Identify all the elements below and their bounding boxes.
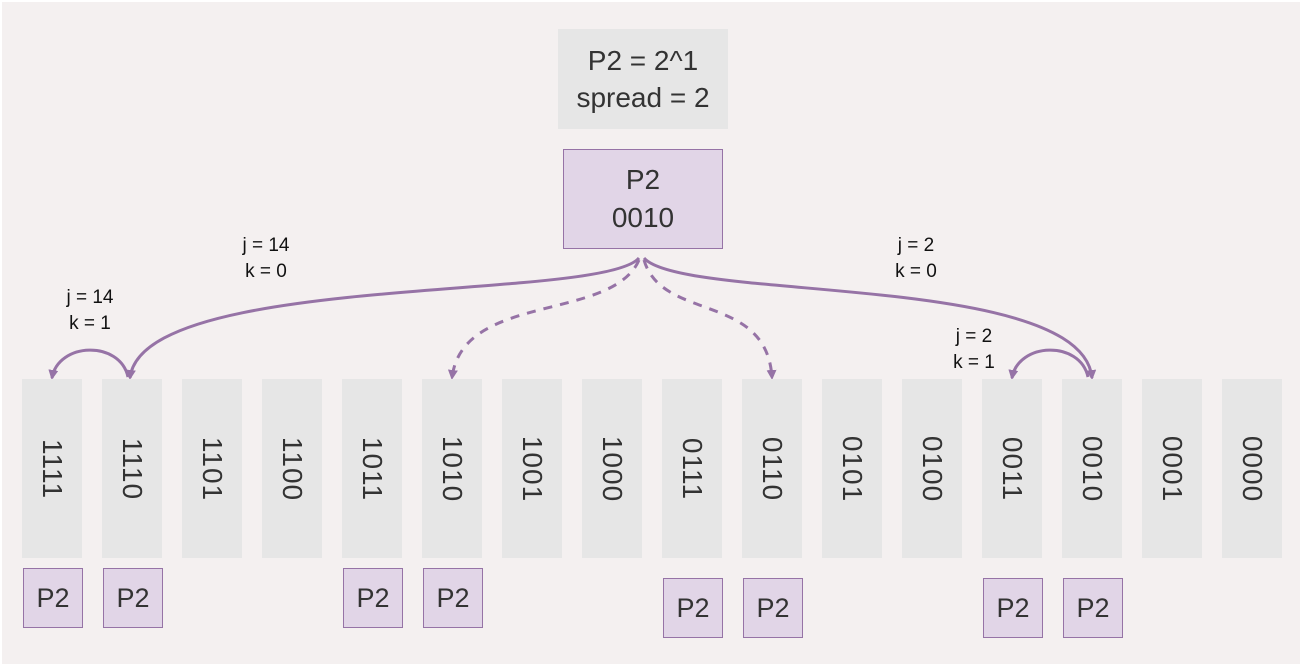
- p2-node-1110[interactable]: P2: [103, 568, 163, 628]
- slot-0011: 0011: [982, 379, 1042, 558]
- edge-label-j: j = 2: [955, 326, 993, 347]
- edge-root-to-0010: [642, 256, 1097, 380]
- p2-node-0110[interactable]: P2: [743, 578, 803, 638]
- slot-label: 0000: [1237, 435, 1268, 502]
- edge-root-to-1010-dashed: [447, 259, 641, 380]
- edge-label-0010-0011: j = 2 k = 1: [953, 324, 995, 376]
- edge-root-to-1110: [125, 256, 641, 380]
- root-node[interactable]: P2 0010: [563, 149, 723, 249]
- edge-1110-to-1111: [48, 348, 130, 380]
- info-power: P2 = 2^1: [587, 45, 699, 76]
- slot-label: 1101: [197, 436, 228, 501]
- slot-label: 0100: [917, 435, 948, 502]
- slot-label: 1010: [437, 435, 468, 502]
- slot-1011: 1011: [342, 379, 402, 558]
- p2-node-0111[interactable]: P2: [663, 578, 723, 638]
- slot-0110: 0110: [742, 379, 802, 558]
- root-node-bits: 0010: [611, 202, 675, 233]
- slot-0100: 0100: [902, 379, 962, 558]
- slot-label: 0111: [677, 437, 708, 500]
- slot-label: 1001: [517, 435, 548, 502]
- p2-node-0010[interactable]: P2: [1063, 578, 1123, 638]
- slot-0000: 0000: [1222, 379, 1282, 558]
- slot-1010: 1010: [422, 379, 482, 558]
- slot-1110: 1110: [102, 379, 162, 558]
- info-box: P2 = 2^1 spread = 2: [558, 29, 728, 129]
- edge-label-root-1110: j = 14 k = 0: [242, 233, 289, 285]
- edge-label-k: k = 1: [69, 313, 111, 334]
- slot-label: 1111: [37, 438, 68, 499]
- slot-0101: 0101: [822, 379, 882, 558]
- edge-label-j: j = 2: [897, 235, 935, 256]
- info-spread: spread = 2: [576, 82, 710, 113]
- slot-1100: 1100: [262, 379, 322, 558]
- slot-0111: 0111: [662, 379, 722, 558]
- p2-node-1111[interactable]: P2: [23, 568, 83, 628]
- slot-label: 0110: [757, 436, 788, 501]
- edge-root-to-0110-dashed: [642, 259, 777, 380]
- slot-0010: 0010: [1062, 379, 1122, 558]
- slot-1111: 1111: [22, 379, 82, 558]
- slot-label: 0011: [997, 436, 1028, 501]
- slot-label: 0101: [837, 435, 868, 502]
- p2-node-1010[interactable]: P2: [423, 568, 483, 628]
- edge-label-root-0010: j = 2 k = 0: [895, 233, 937, 285]
- p2-node-1011[interactable]: P2: [343, 568, 403, 628]
- slot-0001: 0001: [1142, 379, 1202, 558]
- edge-label-j: j = 14: [242, 235, 290, 256]
- edge-label-k: k = 0: [895, 261, 937, 282]
- slot-label: 0010: [1077, 435, 1108, 502]
- edge-0010-to-0011: [1008, 348, 1090, 380]
- slot-1001: 1001: [502, 379, 562, 558]
- slot-label: 1110: [117, 437, 148, 500]
- slot-label: 1011: [357, 436, 388, 501]
- slot-label: 1100: [277, 436, 308, 501]
- edge-label-k: k = 0: [245, 261, 287, 282]
- slot-label: 1000: [597, 435, 628, 502]
- slot-1101: 1101: [182, 379, 242, 558]
- edge-label-k: k = 1: [953, 352, 995, 373]
- root-node-name: P2: [625, 164, 661, 195]
- slot-1000: 1000: [582, 379, 642, 558]
- edge-label-1110-1111: j = 14 k = 1: [66, 285, 113, 337]
- p2-node-0011[interactable]: P2: [983, 578, 1043, 638]
- slot-label: 0001: [1157, 435, 1188, 502]
- edge-label-j: j = 14: [66, 287, 114, 308]
